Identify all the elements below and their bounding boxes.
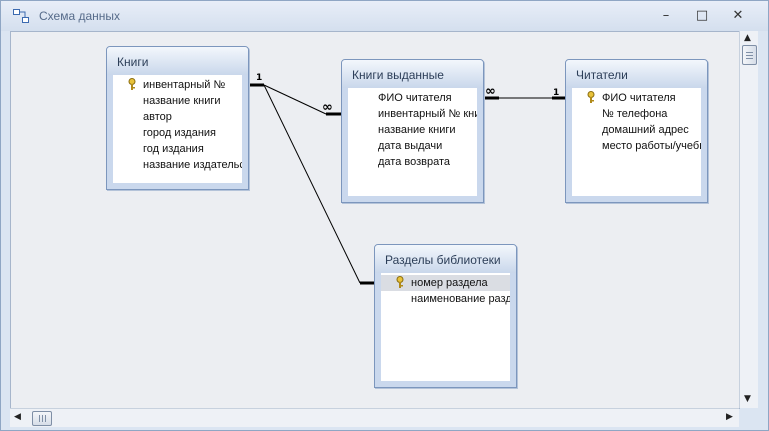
table-title[interactable]: Книги выданные bbox=[342, 60, 483, 88]
field-name: номер раздела bbox=[411, 277, 488, 289]
table-knigi[interactable]: Книги инвентарный № название книги автор… bbox=[106, 46, 249, 190]
scroll-left-icon[interactable]: ◀ bbox=[14, 412, 21, 422]
table-title[interactable]: Читатели bbox=[566, 60, 707, 88]
relationship-lines: 1 ∞ ∞ 1 bbox=[249, 73, 566, 285]
primary-key-icon bbox=[396, 276, 404, 288]
window-title: Схема данных bbox=[39, 9, 121, 23]
primary-key-icon bbox=[128, 78, 136, 90]
relationships-icon bbox=[13, 9, 29, 23]
field-row[interactable]: наименование раздела bbox=[381, 291, 510, 307]
close-button[interactable]: ✕ bbox=[732, 8, 744, 23]
field-row[interactable]: год издания bbox=[113, 141, 242, 157]
field-list[interactable]: ФИО читателя № телефона домашний адрес м… bbox=[572, 88, 701, 196]
field-row[interactable]: название книги bbox=[113, 93, 242, 109]
field-name: ФИО читателя bbox=[602, 92, 676, 104]
table-knigi-vydannye[interactable]: Книги выданные ФИО читателя инвентарный … bbox=[341, 59, 484, 203]
field-row[interactable]: № телефона bbox=[572, 106, 701, 122]
field-name: инвентарный № книги bbox=[378, 108, 477, 120]
field-row[interactable]: город издания bbox=[113, 125, 242, 141]
relation-one-label: 1 bbox=[256, 73, 262, 83]
field-name: домашний адрес bbox=[602, 124, 689, 136]
field-name: название книги bbox=[143, 95, 221, 107]
field-name: инвентарный № bbox=[143, 79, 226, 91]
field-name: год издания bbox=[143, 143, 204, 155]
field-row[interactable]: инвентарный № книги bbox=[348, 106, 477, 122]
horizontal-scroll-thumb[interactable] bbox=[32, 411, 52, 426]
field-name: название издательства bbox=[143, 159, 242, 171]
field-row[interactable]: дата выдачи bbox=[348, 138, 477, 154]
horizontal-scrollbar[interactable]: ◀ ▶ bbox=[10, 408, 739, 427]
field-row[interactable]: ФИО читателя bbox=[348, 90, 477, 106]
field-name: дата выдачи bbox=[378, 140, 443, 152]
field-name: ФИО читателя bbox=[378, 92, 452, 104]
field-row[interactable]: место работы/учебы bbox=[572, 138, 701, 154]
field-row[interactable]: название издательства bbox=[113, 157, 242, 173]
scroll-right-icon[interactable]: ▶ bbox=[726, 412, 733, 422]
vertical-scrollbar[interactable]: ▲ ▼ bbox=[739, 31, 758, 408]
field-name: № телефона bbox=[602, 108, 668, 120]
field-name: название книги bbox=[378, 124, 456, 136]
table-razdely[interactable]: Разделы библиотеки номер раздела наимено… bbox=[374, 244, 517, 388]
relation-many-label-2: ∞ bbox=[485, 84, 496, 99]
field-list[interactable]: ФИО читателя инвентарный № книги названи… bbox=[348, 88, 477, 196]
field-row-selected[interactable]: номер раздела bbox=[381, 275, 510, 291]
relation-one-label-2: 1 bbox=[553, 88, 559, 98]
relation-line-knigi-vydannye[interactable] bbox=[263, 84, 327, 115]
primary-key-icon bbox=[587, 91, 595, 103]
field-name: город издания bbox=[143, 127, 217, 139]
field-row[interactable]: инвентарный № bbox=[113, 77, 242, 93]
scroll-up-icon[interactable]: ▲ bbox=[744, 33, 751, 43]
field-name: автор bbox=[143, 111, 172, 123]
field-row[interactable]: дата возврата bbox=[348, 154, 477, 170]
title-bar[interactable]: Схема данных – □ ✕ bbox=[1, 1, 768, 31]
field-list[interactable]: номер раздела наименование раздела bbox=[381, 273, 510, 381]
table-title[interactable]: Разделы библиотеки bbox=[375, 245, 516, 273]
field-row[interactable]: домашний адрес bbox=[572, 122, 701, 138]
field-row[interactable]: автор bbox=[113, 109, 242, 125]
minimize-button[interactable]: – bbox=[662, 8, 670, 23]
field-name: место работы/учебы bbox=[602, 140, 701, 152]
field-name: наименование раздела bbox=[411, 293, 510, 305]
relation-line-knigi-razdely[interactable] bbox=[263, 84, 361, 284]
field-name: дата возврата bbox=[378, 156, 451, 168]
diagram-canvas[interactable]: 1 ∞ ∞ 1 Книги инвентарный № название кни… bbox=[10, 31, 740, 409]
maximize-button[interactable]: □ bbox=[695, 8, 709, 23]
field-list[interactable]: инвентарный № название книги автор город… bbox=[113, 75, 242, 183]
relation-many-label: ∞ bbox=[322, 100, 333, 115]
vertical-scroll-thumb[interactable] bbox=[742, 45, 757, 65]
table-chitateli[interactable]: Читатели ФИО читателя № телефона домашни… bbox=[565, 59, 708, 203]
scroll-down-icon[interactable]: ▼ bbox=[744, 394, 751, 404]
field-row[interactable]: ФИО читателя bbox=[572, 90, 701, 106]
field-row[interactable]: название книги bbox=[348, 122, 477, 138]
table-title[interactable]: Книги bbox=[107, 47, 248, 75]
